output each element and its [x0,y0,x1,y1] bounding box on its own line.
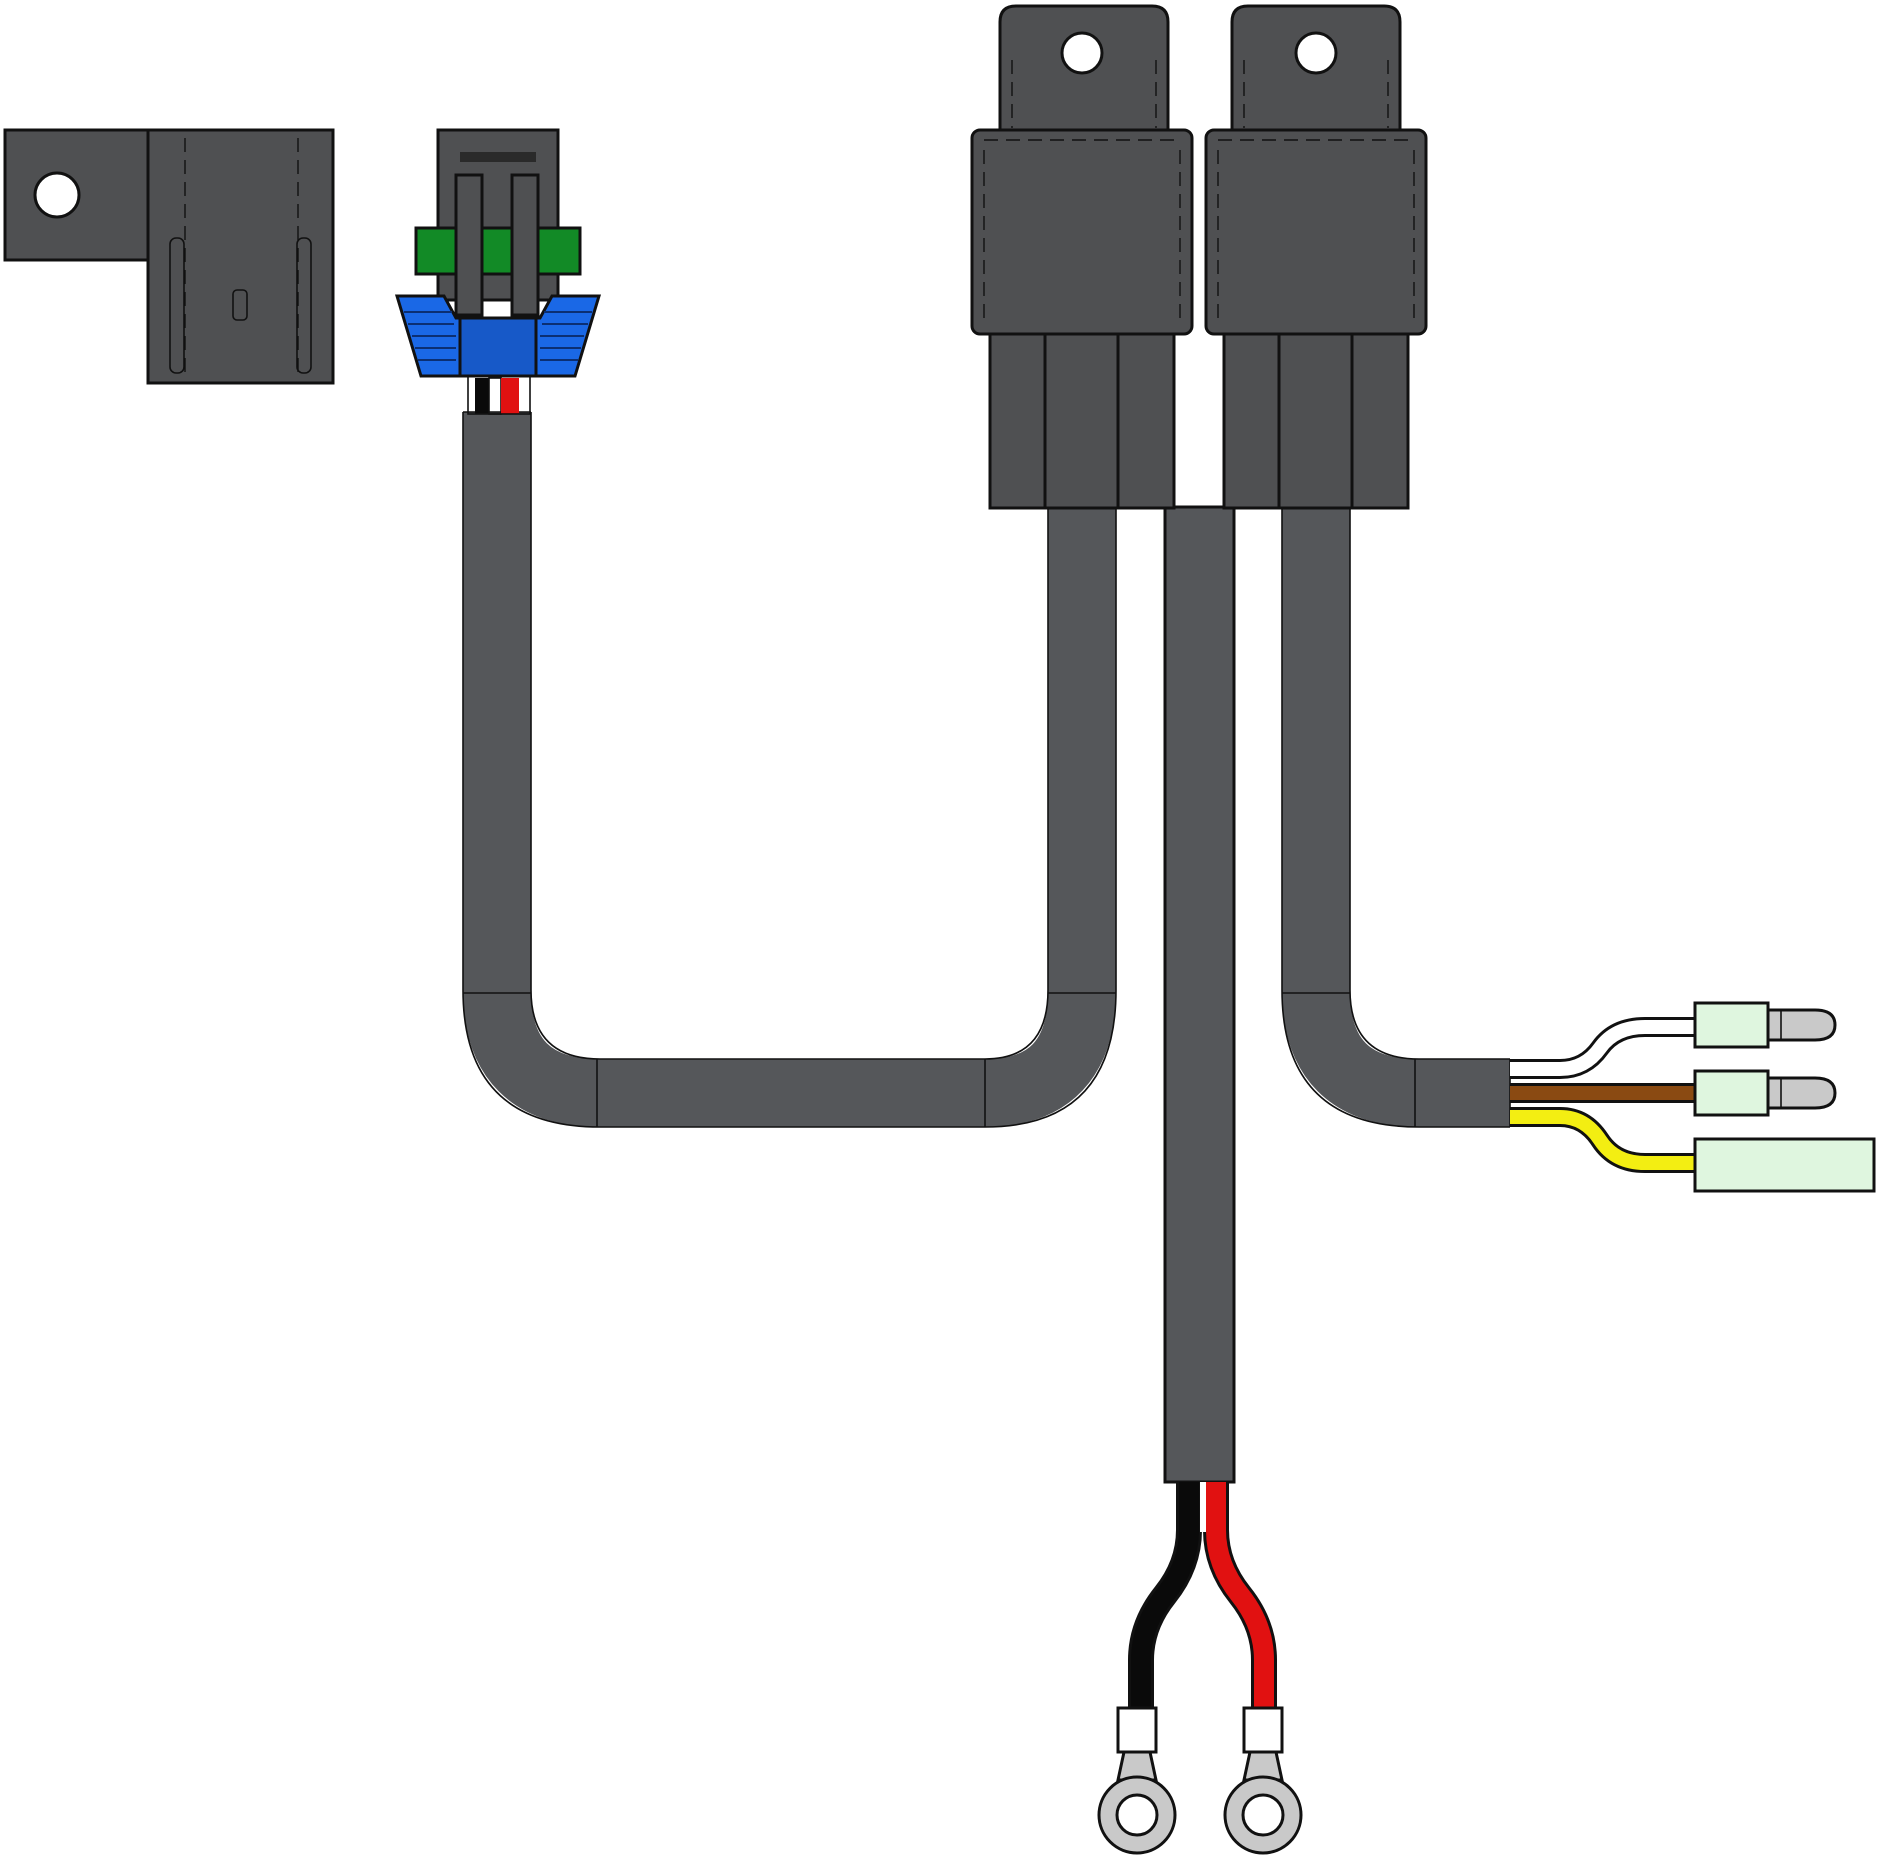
power-leads [1097,1482,1303,1855]
connector-wire-white [488,377,502,415]
ring-terminal-red [1223,1706,1303,1855]
mounting-bracket [3,128,335,385]
relay-1 [970,4,1194,510]
relay-2 [1204,4,1428,510]
ring-terminal-black [1097,1706,1177,1855]
weatherproof-connector [394,128,602,415]
terminal-brown [1693,1069,1837,1117]
terminal-white [1693,1001,1837,1049]
left-loop-sheath [463,412,1116,1127]
terminal-yellow [1693,1137,1876,1193]
connector-wire-red [501,378,519,414]
connector-seal [414,226,582,276]
bracket-body [146,128,335,385]
center-sheath [1163,505,1236,1484]
harness-sheaths [462,411,1511,1484]
bracket-hole [33,171,81,219]
connector-wire-black [475,378,489,414]
right-sheath [1282,507,1510,1127]
switch-leads [1510,1001,1876,1193]
